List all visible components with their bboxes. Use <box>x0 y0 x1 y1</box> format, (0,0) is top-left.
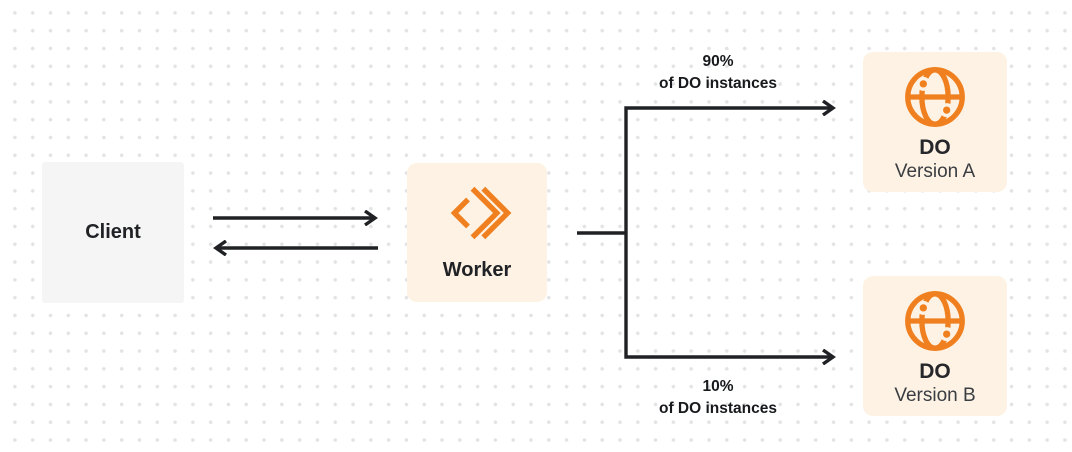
do-version-a-node: DO Version A <box>863 52 1007 192</box>
route-b-label: 10% of DO instances <box>618 376 818 419</box>
route-a-label: 90% of DO instances <box>618 51 818 94</box>
worker-label: Worker <box>442 259 512 281</box>
do-a-title: DO <box>919 136 951 159</box>
workers-logo-icon <box>441 176 513 250</box>
arrow-to-do-version-a <box>624 108 832 233</box>
client-node: Client <box>42 162 184 303</box>
globe-icon <box>900 286 970 356</box>
do-b-version: Version B <box>894 385 976 406</box>
do-b-title: DO <box>919 360 951 383</box>
route-b-percent: 10% <box>702 378 734 395</box>
arrow-to-do-version-b <box>624 233 832 357</box>
client-label: Client <box>85 221 141 243</box>
worker-node: Worker <box>407 163 547 302</box>
route-a-caption: of DO instances <box>659 74 777 92</box>
do-a-version: Version A <box>894 161 976 182</box>
globe-icon <box>900 62 970 132</box>
route-b-caption: of DO instances <box>659 399 777 417</box>
route-a-percent: 90% <box>702 53 734 70</box>
do-version-b-node: DO Version B <box>863 276 1007 416</box>
